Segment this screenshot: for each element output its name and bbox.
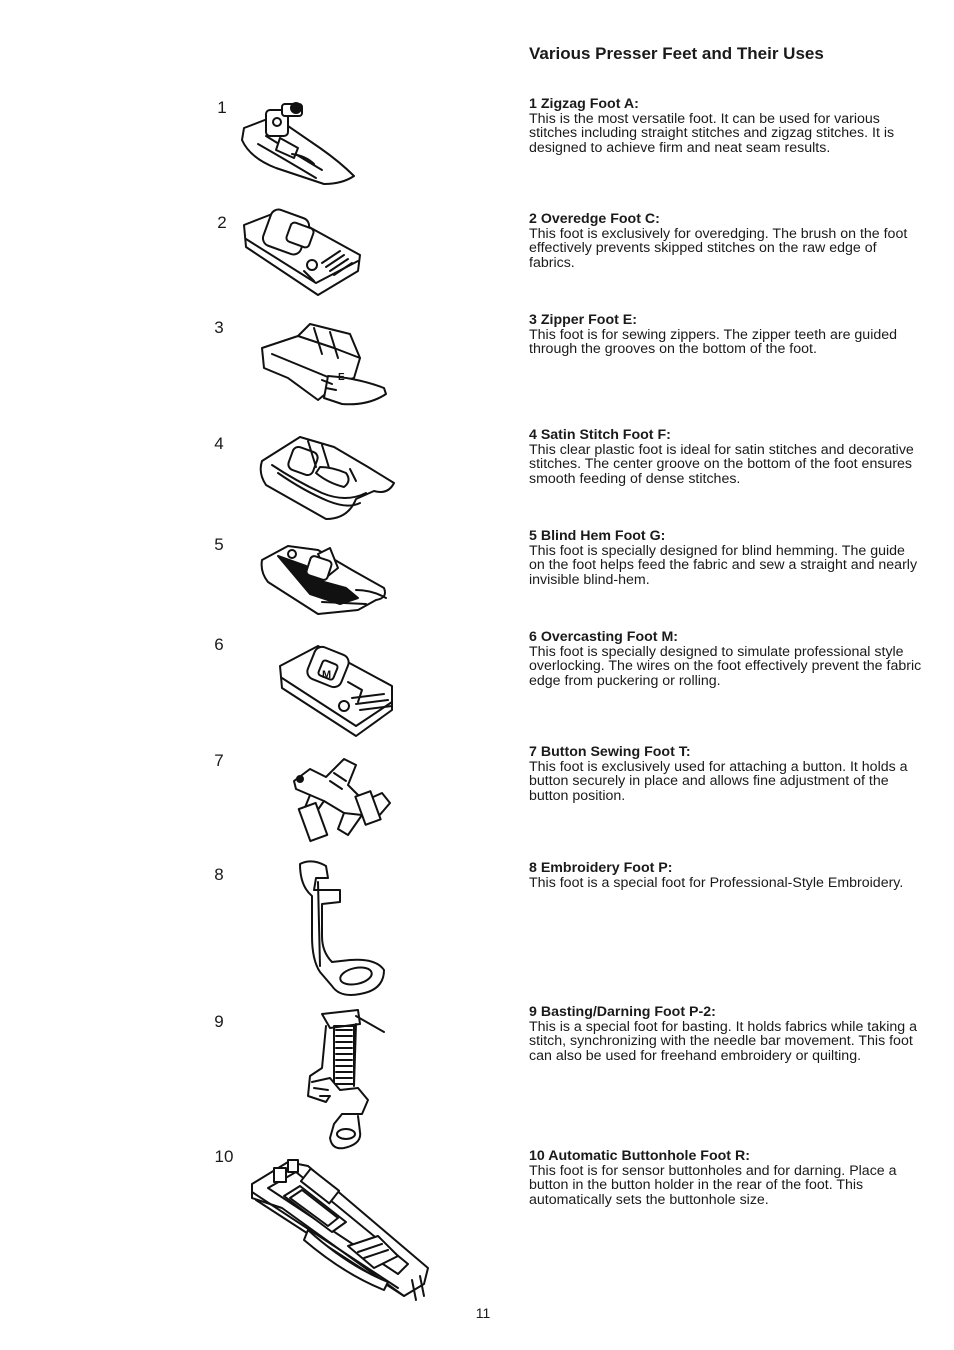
- foot-description: 2 Overedge Foot C: This foot is exclusiv…: [529, 212, 924, 270]
- overedge-foot-icon: [243, 208, 361, 296]
- item-number: 3: [214, 318, 224, 337]
- foot-heading: 9 Basting/Darning Foot P-2:: [529, 1004, 716, 1020]
- foot-text: This foot is exclusively used for attach…: [529, 758, 908, 804]
- item-number: 6: [214, 635, 224, 654]
- foot-text: This foot is for sensor buttonholes and …: [529, 1162, 897, 1208]
- zigzag-foot-icon: [241, 102, 355, 185]
- buttonhole-foot-icon: [251, 1159, 429, 1301]
- page-title: Various Presser Feet and Their Uses: [529, 44, 824, 63]
- foot-heading: 4 Satin Stitch Foot F:: [529, 427, 671, 443]
- blind-hem-foot-icon: [260, 545, 387, 615]
- foot-description: 3 Zipper Foot E: This foot is for sewing…: [529, 313, 924, 357]
- foot-text: This foot is specially designed to simul…: [529, 643, 922, 689]
- foot-description: 8 Embroidery Foot P: This foot is a spec…: [529, 861, 924, 890]
- overcasting-foot-icon: M: [279, 645, 393, 737]
- foot-text: This is the most versatile foot. It can …: [529, 110, 895, 156]
- foot-description: 7 Button Sewing Foot T: This foot is exc…: [529, 745, 924, 803]
- foot-heading: 1 Zigzag Foot A:: [529, 96, 639, 112]
- foot-text: This foot is specially designed for blin…: [529, 542, 918, 588]
- satin-stitch-foot-icon: [259, 436, 395, 520]
- foot-description: 4 Satin Stitch Foot F: This clear plasti…: [529, 428, 924, 486]
- foot-heading: 3 Zipper Foot E:: [529, 312, 637, 328]
- item-number: 9: [214, 1012, 224, 1031]
- svg-text:M: M: [322, 669, 331, 681]
- item-number: 10: [214, 1147, 234, 1166]
- foot-text: This foot is a special foot for Professi…: [529, 874, 904, 891]
- button-sewing-foot-icon: [293, 758, 391, 843]
- foot-heading: 5 Blind Hem Foot G:: [529, 528, 666, 544]
- foot-text: This clear plastic foot is ideal for sat…: [529, 441, 914, 487]
- foot-heading: 8 Embroidery Foot P:: [529, 860, 673, 876]
- foot-heading: 2 Overedge Foot C:: [529, 211, 660, 227]
- darning-foot-icon: [307, 1009, 385, 1150]
- item-number: 5: [214, 535, 224, 554]
- item-number: 1: [217, 98, 227, 117]
- item-number: 8: [214, 865, 224, 884]
- foot-description: 9 Basting/Darning Foot P-2: This is a sp…: [529, 1005, 924, 1063]
- item-number: 7: [214, 751, 224, 770]
- foot-description: 1 Zigzag Foot A: This is the most versat…: [529, 97, 924, 155]
- foot-heading: 6 Overcasting Foot M:: [529, 629, 678, 645]
- foot-text: This foot is exclusively for overedging.…: [529, 225, 908, 271]
- foot-heading: 10 Automatic Buttonhole Foot R:: [529, 1148, 750, 1164]
- svg-text:E: E: [338, 372, 345, 383]
- zipper-foot-icon: E: [261, 323, 387, 406]
- foot-text: This is a special foot for basting. It h…: [529, 1018, 917, 1064]
- embroidery-foot-icon: [299, 860, 385, 996]
- foot-heading: 7 Button Sewing Foot T:: [529, 744, 691, 760]
- foot-description: 10 Automatic Buttonhole Foot R: This foo…: [529, 1149, 924, 1207]
- foot-text: This foot is for sewing zippers. The zip…: [529, 326, 898, 358]
- foot-description: 5 Blind Hem Foot G: This foot is special…: [529, 529, 924, 587]
- item-number: 4: [214, 434, 224, 453]
- item-number: 2: [217, 213, 227, 232]
- page-number: 11: [475, 1305, 491, 1321]
- foot-description: 6 Overcasting Foot M: This foot is speci…: [529, 630, 924, 688]
